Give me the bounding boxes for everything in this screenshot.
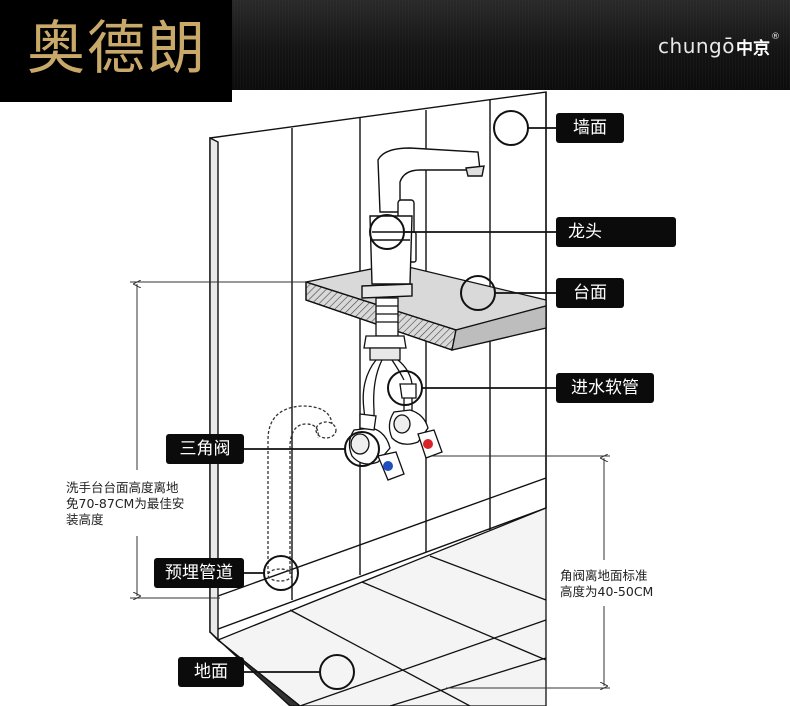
brand-title: 奥德朗 <box>26 14 207 82</box>
valve-height-note-line2: 高度为40-50CM <box>560 584 654 599</box>
logo-registered-mark: ® <box>771 32 780 42</box>
cold-marker <box>383 461 393 471</box>
brand-logo: chungō 中京 ® <box>658 32 780 59</box>
inlet-hose-label: 进水软管 <box>556 373 654 403</box>
faucet-shape <box>361 147 485 299</box>
leader-lines <box>244 127 556 673</box>
floor-structure <box>209 507 547 706</box>
floor-label: 地面 <box>178 657 244 687</box>
highlight-circles <box>263 110 529 690</box>
countertop-height-note: 洗手台台面高度离地 免70-87CM为最佳安 装高度 <box>66 480 216 528</box>
hot-marker <box>423 439 433 449</box>
countertop-height-dimension <box>130 282 306 598</box>
valve-height-note: 角阀离地面标准 高度为40-50CM <box>560 568 700 600</box>
countertop-label: 台面 <box>556 278 624 308</box>
valve-height-note-line1: 角阀离地面标准 <box>560 568 648 583</box>
embedded-pipe-label: 预埋管道 <box>154 558 244 588</box>
countertop-height-note-line2: 免70-87CM为最佳安 <box>66 496 185 511</box>
logo-cn: 中京 <box>736 38 770 59</box>
countertop-height-note-line1: 洗手台台面高度离地 <box>66 480 179 495</box>
logo-text: chungō <box>658 34 735 58</box>
faucet-shank <box>363 297 407 361</box>
inlet-hoses <box>362 359 417 431</box>
brand-box: 奥德朗 <box>0 0 232 102</box>
faucet-label: 龙头 <box>556 217 676 247</box>
wall-label: 墙面 <box>556 113 624 143</box>
countertop-height-note-line3: 装高度 <box>66 512 104 527</box>
angle-valves <box>348 409 443 481</box>
angle-valve-label: 三角阀 <box>166 434 244 464</box>
embedded-pipe <box>267 405 337 582</box>
valve-height-dimension <box>432 456 610 688</box>
